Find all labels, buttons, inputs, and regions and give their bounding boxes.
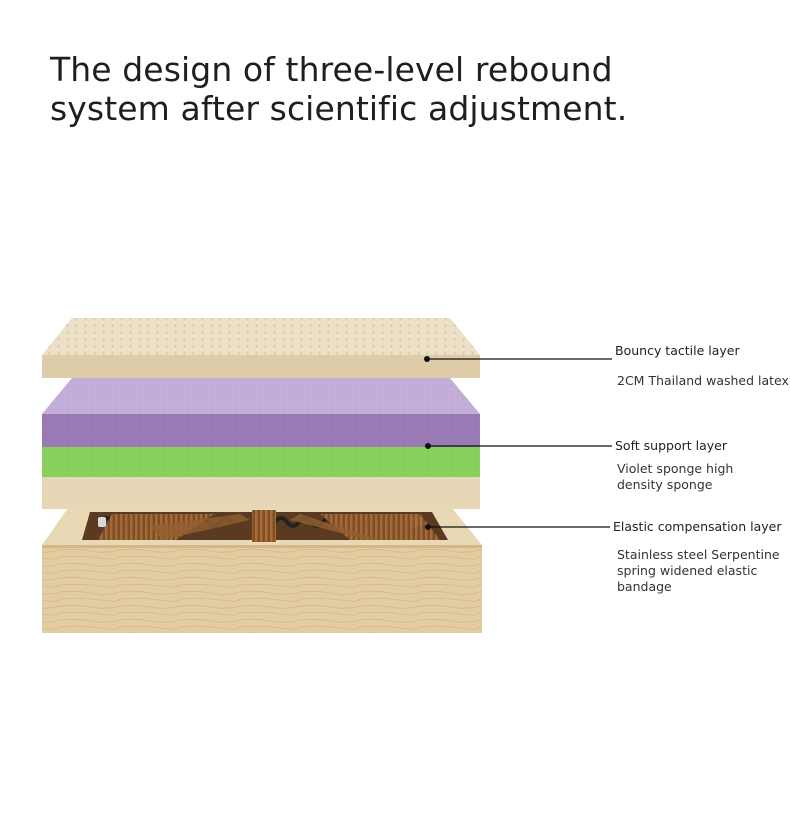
bouncy-layer-desc-1: 2CM Thailand washed latex bbox=[617, 373, 789, 388]
soft-layer-desc-2: density sponge bbox=[617, 477, 713, 492]
sponge-stack bbox=[42, 378, 480, 509]
bouncy-layer-title: Bouncy tactile layer bbox=[615, 343, 740, 358]
elastic-bandages bbox=[98, 510, 440, 542]
headline-line-2: system after scientific adjustment. bbox=[50, 89, 628, 128]
elastic-layer-desc-3: bandage bbox=[617, 579, 672, 594]
latex-base-front bbox=[42, 477, 480, 509]
elastic-layer-title: Elastic compensation layer bbox=[613, 519, 782, 534]
soft-layer-desc-1: Violet sponge high bbox=[617, 461, 734, 476]
elastic-layer-desc-1: Stainless steel Serpentine bbox=[617, 547, 780, 562]
latex-slab-front bbox=[42, 355, 480, 378]
callout-bouncy bbox=[424, 356, 612, 362]
headline-line-1: The design of three-level rebound bbox=[50, 50, 613, 89]
callout-elastic bbox=[425, 524, 610, 530]
elastic-layer-desc-2: spring widened elastic bbox=[617, 563, 758, 578]
spring-frame bbox=[42, 508, 482, 633]
latex-slab bbox=[42, 318, 480, 378]
headline: The design of three-level rebound system… bbox=[50, 50, 627, 128]
callout-soft bbox=[425, 443, 612, 449]
soft-layer-title: Soft support layer bbox=[615, 438, 727, 453]
